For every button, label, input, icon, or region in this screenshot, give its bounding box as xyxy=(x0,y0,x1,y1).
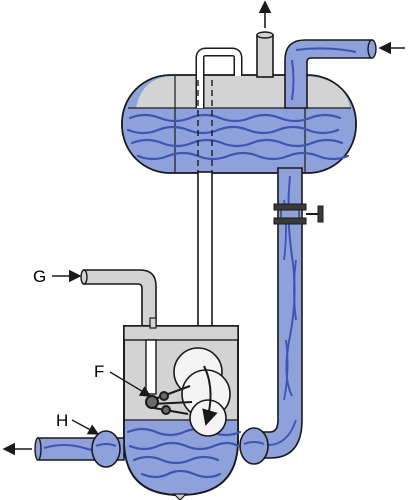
return-coupling xyxy=(239,427,269,465)
trap-float xyxy=(173,347,231,437)
connecting-tube xyxy=(197,171,213,331)
vapor-outlet-pipe xyxy=(256,31,274,78)
isolation-valve xyxy=(273,203,324,225)
inlet-pipe xyxy=(284,39,377,109)
label-g: G xyxy=(33,267,46,286)
label-h-leader xyxy=(71,419,100,435)
upper-tank-waves xyxy=(126,113,350,161)
label-h: H xyxy=(56,411,68,430)
steam-inlet-pipe xyxy=(80,269,157,331)
downcomer-pipe xyxy=(238,168,279,460)
label-f-leader xyxy=(109,371,152,397)
trap-water-waves xyxy=(126,427,242,479)
lever-mechanism xyxy=(145,385,193,415)
downcomer-body xyxy=(250,168,278,452)
outlet-coupling xyxy=(91,430,121,468)
label-f: F xyxy=(94,362,104,381)
